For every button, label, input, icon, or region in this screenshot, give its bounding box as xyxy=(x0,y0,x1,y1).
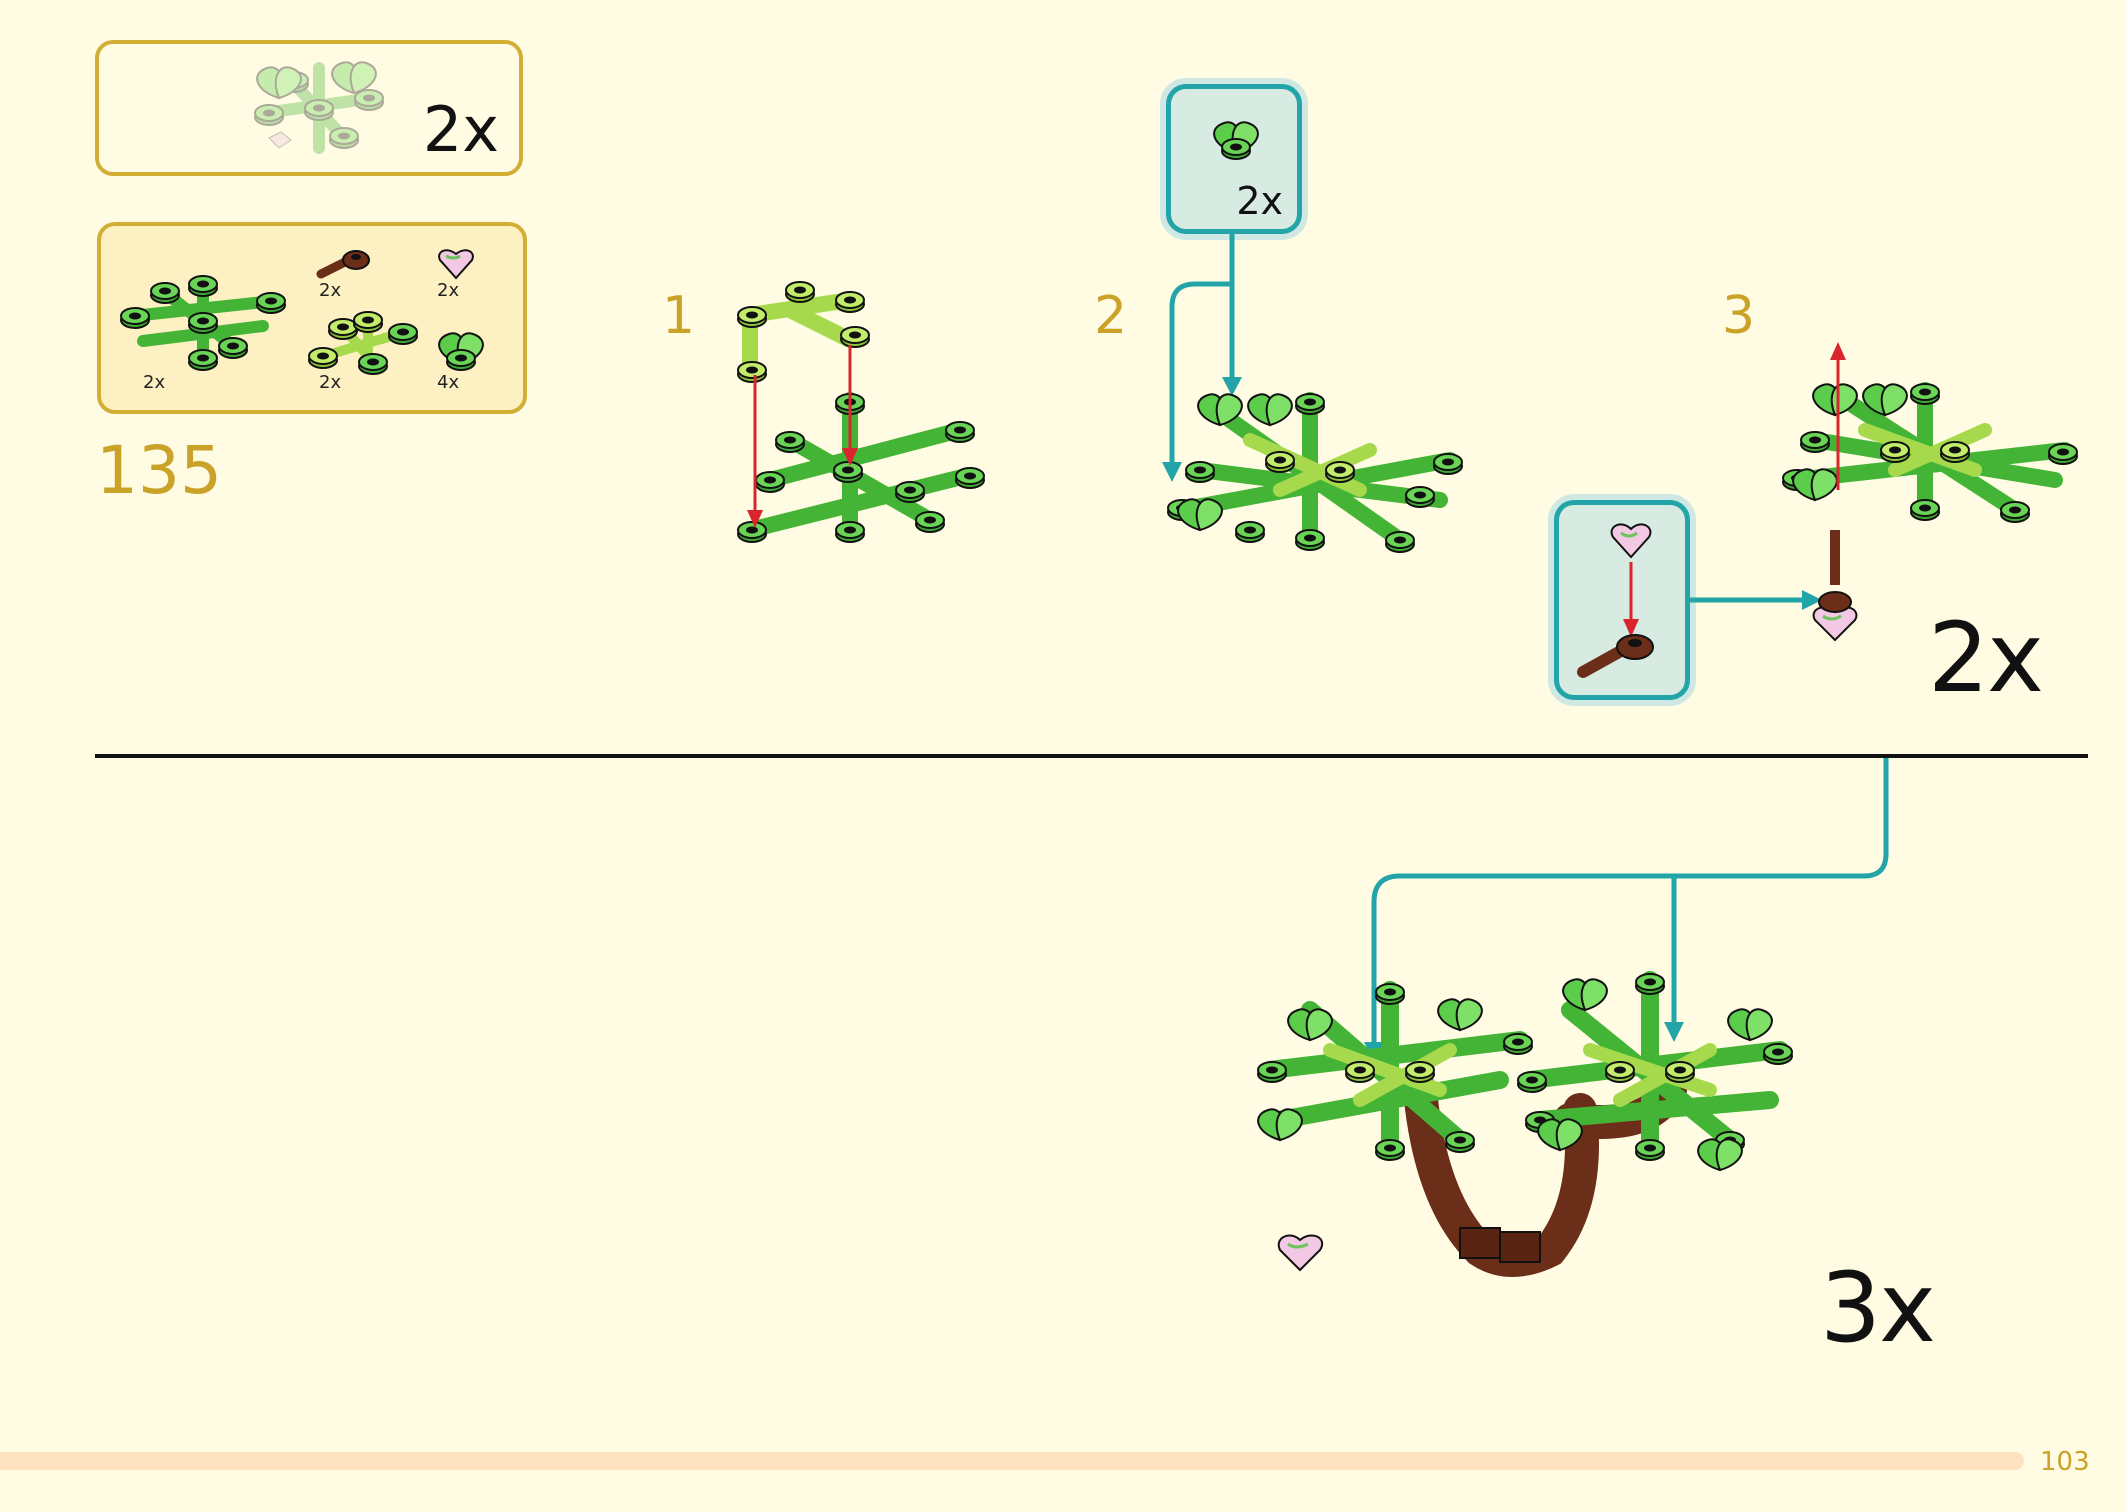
submodel-quantity: 2x xyxy=(422,93,499,166)
substep-3-assembly-icon xyxy=(1782,342,2078,642)
substep-3-callout xyxy=(1554,500,1690,700)
final-teal-arrows xyxy=(1364,758,1889,1062)
parts-qty-brown-bar: 2x xyxy=(319,280,342,301)
pink-heart-tile-icon xyxy=(438,249,474,280)
page-progress-bar xyxy=(0,1452,2024,1470)
substep-2-teal-arrows xyxy=(1162,232,1242,482)
substep-number-2: 2 xyxy=(1094,286,1128,346)
branch-assembly-faded-icon xyxy=(254,61,384,154)
heart-on-bar-holder-icon xyxy=(1577,523,1654,678)
green-leaf-element-icon xyxy=(1213,121,1259,160)
callout-quantity: 2x xyxy=(1236,179,1283,223)
substep-1-assembly-icon xyxy=(737,281,985,543)
substep-3-teal-arrow xyxy=(1690,590,1822,610)
parts-qty-pink-heart: 2x xyxy=(437,280,460,301)
parts-qty-green-branch: 2x xyxy=(143,372,166,393)
final-tree-assembly-icon xyxy=(1257,971,1793,1277)
lime-branch-plate-icon xyxy=(308,311,418,375)
substep-number-1: 1 xyxy=(662,286,696,346)
substep-3-multiplier: 2x xyxy=(1928,602,2044,714)
parts-qty-green-leaf: 4x xyxy=(437,372,460,393)
substep-2-assembly-icon xyxy=(1167,392,1463,553)
submodel-box: 2x xyxy=(95,40,523,176)
section-divider xyxy=(95,754,2088,758)
brown-bar-holder-icon xyxy=(316,250,370,279)
green-leaf-element-icon xyxy=(438,332,484,371)
step-number: 135 xyxy=(96,432,222,509)
parts-list-box: 2x 2x 2x 2x 4x xyxy=(97,222,527,414)
substep-number-3: 3 xyxy=(1722,286,1756,346)
substep-2-callout: 2x xyxy=(1166,84,1302,234)
final-multiplier: 3x xyxy=(1820,1252,1936,1364)
page-number: 103 xyxy=(2040,1447,2090,1477)
green-branch-plate-icon xyxy=(120,275,286,371)
parts-qty-lime-branch: 2x xyxy=(319,372,342,393)
